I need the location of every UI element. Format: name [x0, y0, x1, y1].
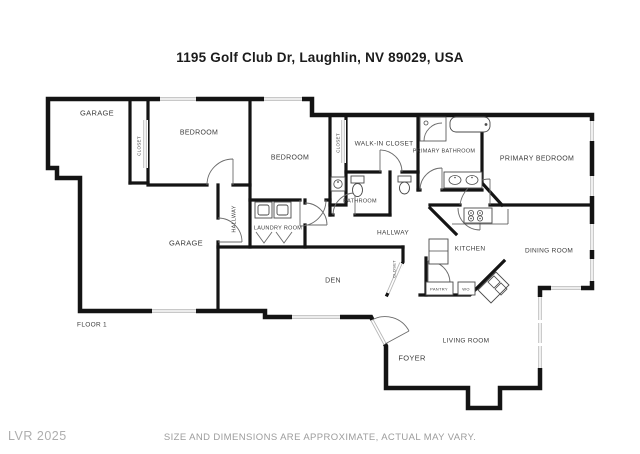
room-label-dining-room: DINING ROOM [524, 246, 574, 254]
room-label-primary-bedroom: PRIMARY BEDROOM [499, 154, 575, 162]
room-label-closet: CLOSET [136, 136, 142, 156]
room-label-garage: GARAGE [80, 108, 114, 118]
wall-oven-box [457, 281, 476, 296]
room-label-closet: CLOSET [335, 133, 341, 153]
exterior-walls [45, 96, 595, 411]
entry-door-leaf [369, 318, 388, 346]
watermark-text: LVR 2025 [8, 429, 67, 443]
pantry-box [425, 281, 454, 296]
room-label-living-room: LIVING ROOM [442, 336, 490, 344]
room-label-bedroom: BEDROOM [270, 153, 310, 161]
room-label-laundry-room: LAUNDRY ROOM [253, 225, 303, 231]
room-label-hallway: HALLWAY [377, 228, 409, 236]
room-label-pantry: PANTRY [430, 286, 448, 292]
fridge-icon [428, 238, 449, 265]
stove-icon [463, 207, 493, 224]
room-label-hallway: HALLWAY [231, 205, 237, 233]
island-sink-icon [477, 271, 510, 304]
bathroom-sink-icon [330, 176, 346, 192]
room-label-primary-bathroom: PRIMARY BATHROOM [412, 148, 476, 154]
washer-icon [254, 201, 273, 219]
windows [142, 96, 595, 368]
room-label-garage: GARAGE [169, 238, 203, 248]
toilet-icon [350, 175, 365, 197]
address-title: 1195 Golf Club Dr, Laughlin, NV 89029, U… [176, 50, 464, 65]
room-label-closet: CLOSET [391, 260, 397, 278]
primary-toilet-icon [397, 175, 412, 195]
fixtures [254, 116, 510, 304]
room-label-bathroom: BATHROOM [343, 198, 377, 204]
kitchen-counter [452, 209, 509, 225]
room-label-kitchen: KITCHEN [454, 244, 486, 252]
room-label-den: DEN [325, 276, 341, 284]
vanity-double-sink-icon [443, 171, 483, 189]
room-label-bedroom: BEDROOM [179, 128, 219, 136]
room-label-floor-1: FLOOR 1 [77, 320, 107, 328]
bathtub-icon [449, 116, 491, 133]
dryer-icon [273, 201, 292, 219]
disclaimer-text: SIZE AND DIMENSIONS ARE APPROXIMATE, ACT… [163, 432, 477, 443]
room-label-walk-in-closet: WALK-IN CLOSET [354, 139, 414, 147]
room-label-foyer: FOYER [398, 353, 426, 363]
shower-icon [419, 116, 447, 142]
den-closet-door [385, 261, 404, 295]
room-label-wo: WO [462, 286, 470, 292]
